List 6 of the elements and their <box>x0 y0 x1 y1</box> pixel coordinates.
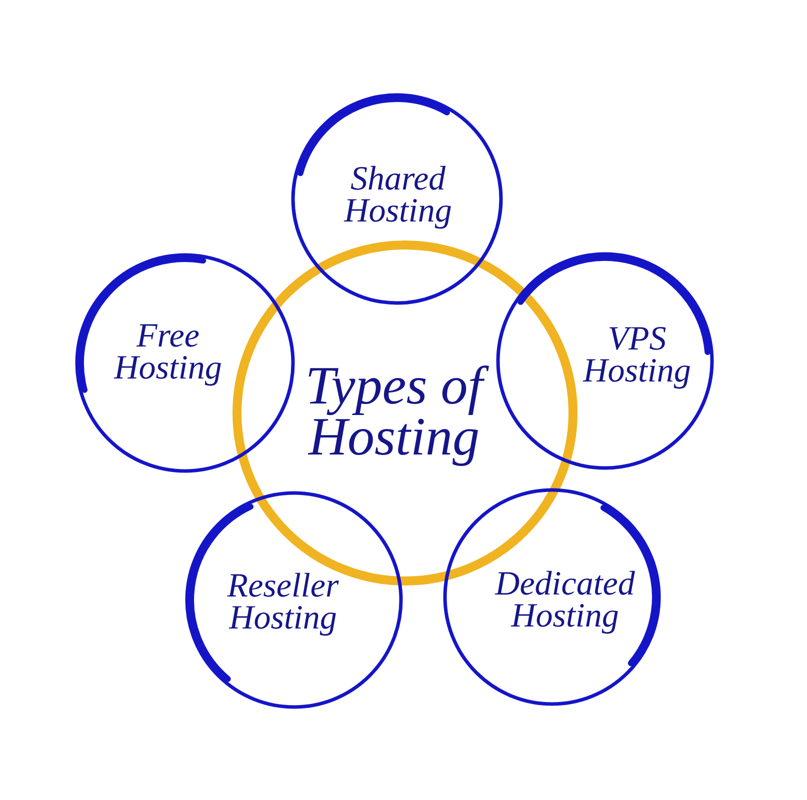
center-label: Types of Hosting <box>274 360 514 464</box>
node-label: Free Hosting <box>112 320 223 386</box>
node-label: Reseller Hosting <box>226 570 340 636</box>
node-label: Dedicated Hosting <box>494 568 636 634</box>
node-label: Shared Hosting <box>342 164 453 228</box>
node-label: VPS Hosting <box>582 324 692 388</box>
